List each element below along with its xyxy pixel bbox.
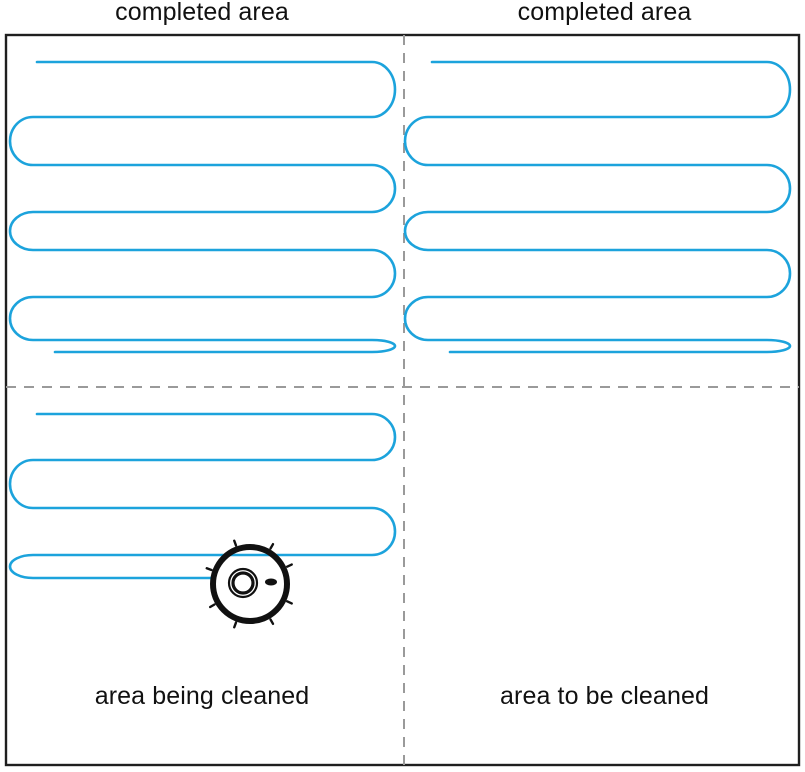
robot-hub-inner-circle (231, 571, 255, 595)
cleaning-path-top-left (8, 60, 397, 354)
robot-bumper-tick (233, 621, 238, 629)
label-bottom-right-quadrant: area to be cleaned (500, 682, 709, 710)
robot-bumper-ticks (205, 539, 293, 629)
robot-hub-outer-circle (227, 567, 259, 599)
robot-bumper-tick (269, 542, 275, 550)
cleaning-path-bottom-left (8, 412, 397, 580)
cleaning-path-top-right (403, 60, 792, 354)
robot-bumper-tick (285, 563, 293, 568)
label-top-right-quadrant: completed area (517, 0, 692, 26)
robot-bumper-tick (285, 600, 293, 605)
robot-bumper-tick (205, 567, 213, 572)
label-top-left-quadrant: completed area (115, 0, 289, 26)
robot-bumper-tick (269, 618, 275, 626)
robot-vacuum-icon (205, 539, 293, 629)
floor-boundary-rect (4, 33, 801, 767)
robot-bumper-tick (208, 603, 216, 609)
robot-outer-ring (210, 544, 290, 624)
label-bottom-left-quadrant: area being cleaned (94, 682, 310, 710)
robot-sensor-oval (265, 578, 277, 586)
robot-bumper-tick (233, 539, 238, 547)
